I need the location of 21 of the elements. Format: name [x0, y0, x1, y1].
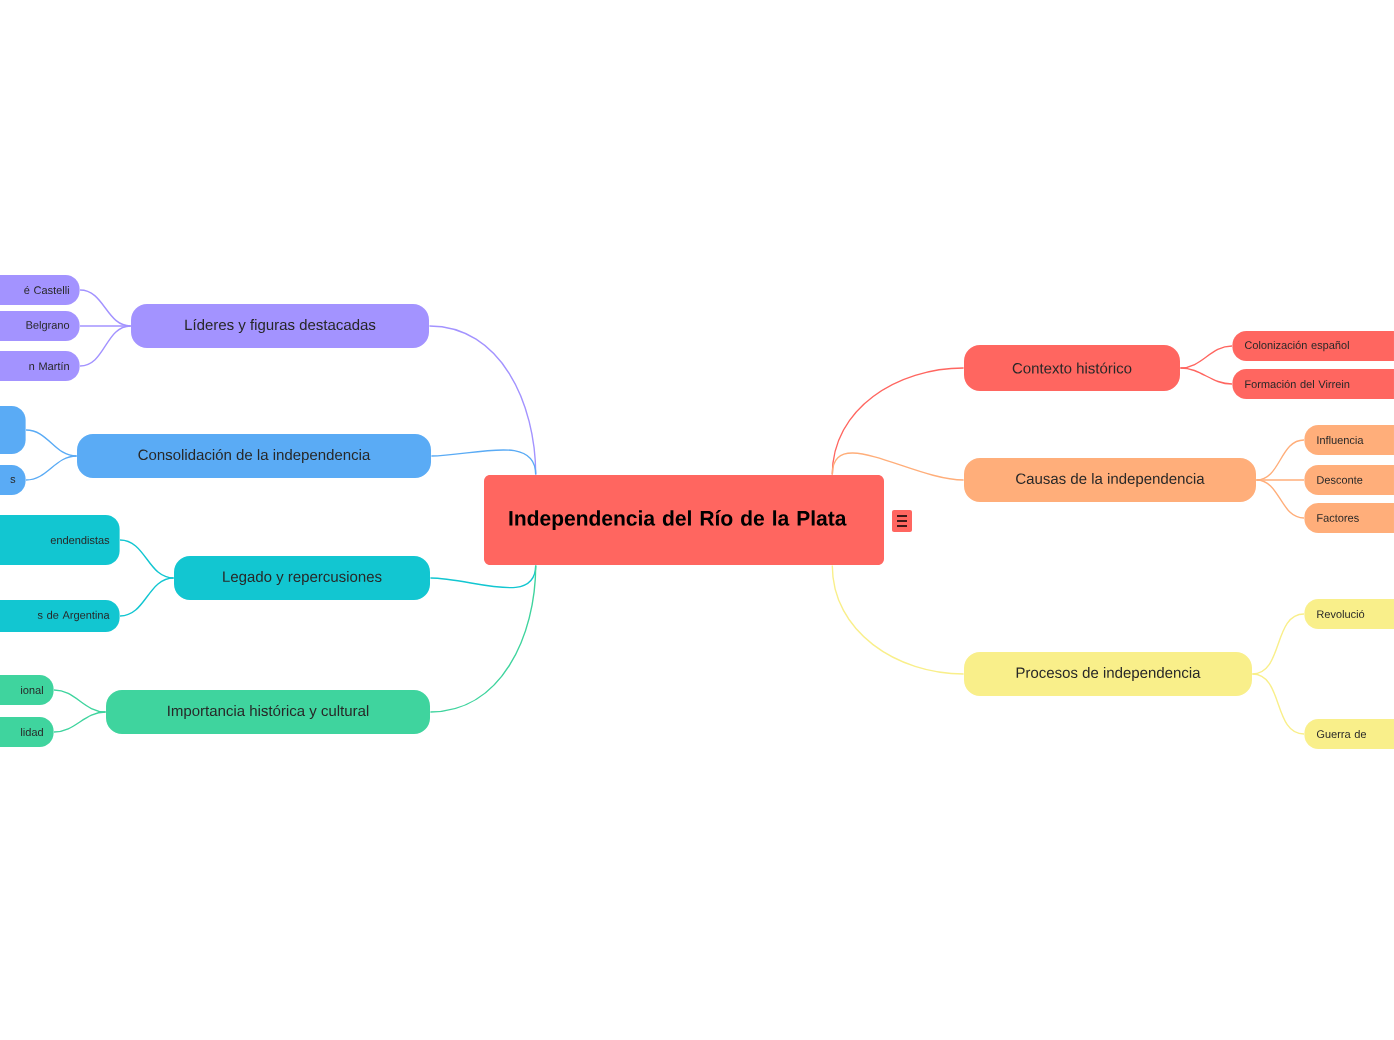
connector — [1255, 479, 1305, 519]
subtopic-box — [0, 406, 26, 454]
connector — [25, 429, 78, 457]
connector — [119, 539, 175, 579]
connector — [831, 564, 965, 675]
connector — [79, 325, 132, 327]
connector — [1255, 479, 1305, 481]
connector — [53, 711, 107, 733]
connector — [1251, 673, 1305, 735]
connector — [1179, 367, 1233, 385]
connector — [53, 689, 107, 713]
connector — [79, 325, 132, 367]
connector — [831, 452, 965, 481]
connector — [1179, 345, 1233, 369]
root-topic-box: Independencia del Río de la Plata — [484, 475, 884, 565]
connector — [429, 564, 537, 713]
connector — [1251, 613, 1305, 675]
connector — [1255, 439, 1305, 481]
connector — [25, 455, 78, 481]
connector — [430, 449, 537, 476]
connector — [119, 577, 175, 617]
